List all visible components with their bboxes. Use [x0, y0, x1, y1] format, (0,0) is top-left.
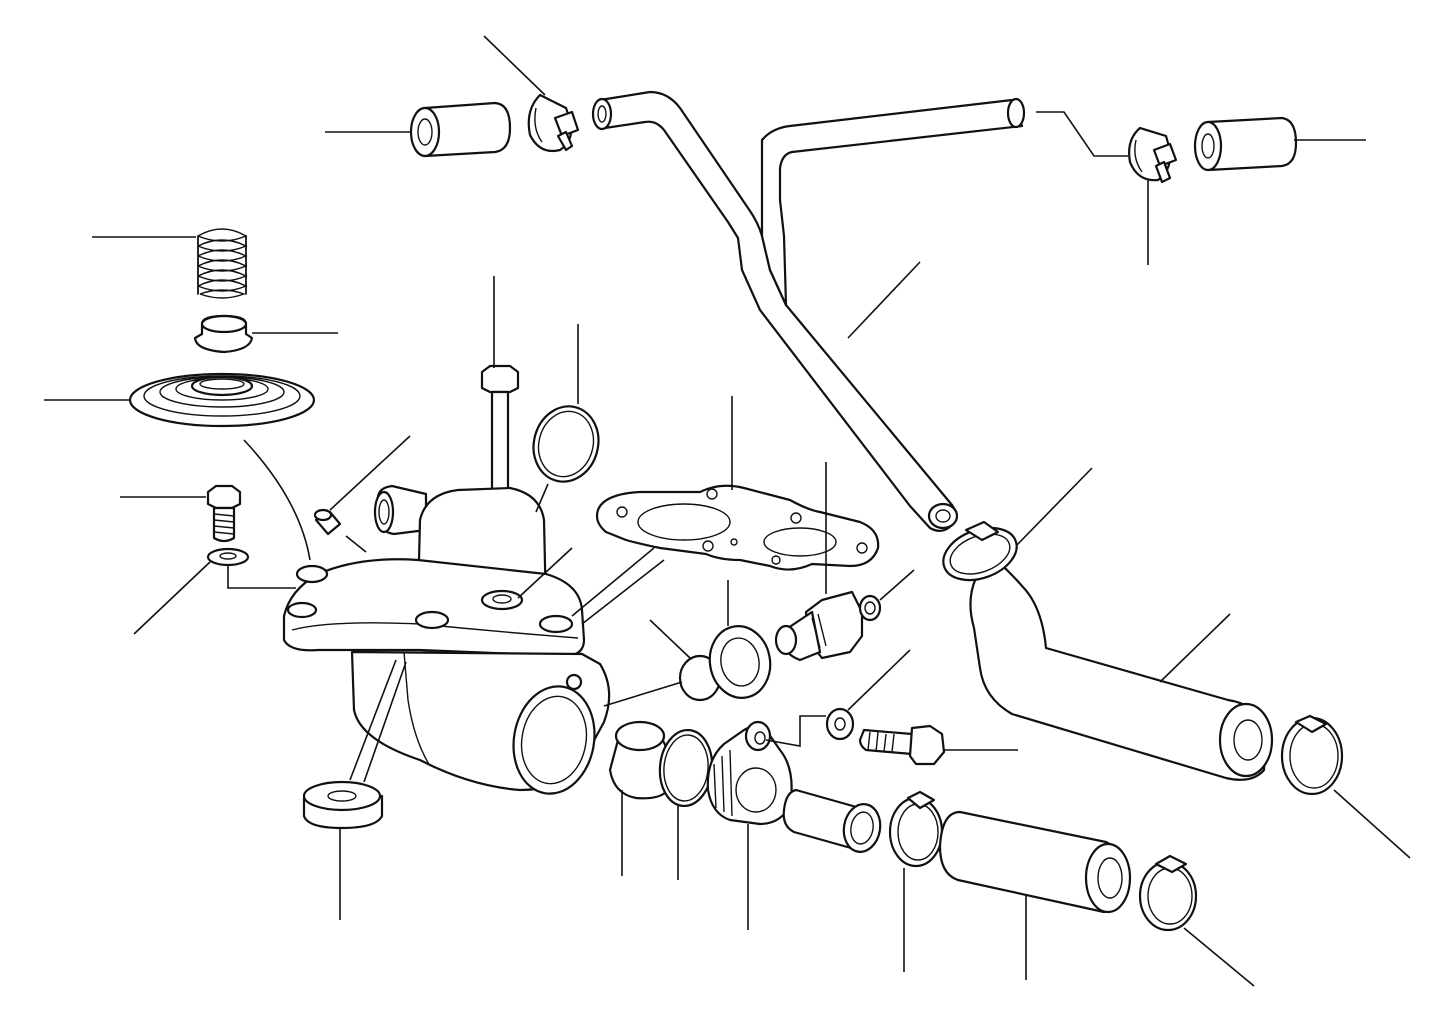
leader-clamp-right: [1334, 790, 1410, 858]
small-bolt: [208, 486, 240, 541]
o-ring-small: [657, 728, 715, 808]
thermostat-housing: [284, 486, 609, 800]
bushing: [195, 316, 252, 352]
hex-bolt-center: [860, 726, 944, 764]
curved-hose: [970, 560, 1272, 780]
leader-o-ring-to-housing: [536, 484, 548, 512]
leader-washer-center: [848, 650, 910, 710]
leader-curved-hose: [1160, 614, 1230, 682]
small-sleeve: [315, 510, 340, 534]
threaded-union: [708, 722, 792, 824]
y-pipe: [593, 92, 1024, 531]
short-hose-top-left: [411, 103, 510, 156]
leader-gasket-to-housing: [572, 548, 664, 624]
leader-plug: [650, 620, 690, 658]
diaphragm-disc: [130, 374, 314, 426]
leader-clamp-bottom: [1184, 928, 1254, 986]
o-ring-large: [525, 399, 606, 489]
leader-disc-to-housing: [244, 440, 310, 560]
leader-clamp-upper-right: [1016, 468, 1092, 546]
short-hose-top-right: [1195, 118, 1296, 170]
leader-washer: [134, 562, 210, 634]
leader-sender-washer: [880, 570, 914, 600]
sealing-washer-small: [860, 596, 880, 620]
leader-washer-to-housing: [228, 566, 296, 588]
rubber-mount: [304, 782, 382, 828]
hose-clamp-upper-right: [936, 518, 1024, 589]
gasket: [597, 486, 878, 570]
cup-seal: [610, 722, 668, 798]
leader-union-bracket: [766, 716, 826, 746]
hose-clamp-top-left: [529, 95, 578, 151]
coil-spring: [198, 229, 246, 298]
long-hose-bottom: [940, 812, 1130, 912]
hose-clamp-top-right: [1129, 128, 1176, 182]
temperature-sender: [776, 592, 862, 660]
leader-housing-bolt: [518, 548, 572, 598]
leader-plug-to-housing: [604, 682, 682, 706]
leader-mount-to-housing: [350, 660, 406, 782]
washer-center: [827, 709, 853, 739]
leader-clamp-top-right: [1036, 112, 1128, 156]
hose-clamp-center: [890, 792, 942, 866]
hose-clamp-bottom: [1140, 856, 1196, 930]
leader-lines: [44, 36, 1410, 986]
leader-clamp-top-left: [484, 36, 545, 95]
seal-ring: [704, 621, 776, 702]
hose-clamp-right: [1282, 716, 1342, 794]
leader-sleeve-to-housing: [346, 536, 366, 552]
leader-y-pipe: [848, 262, 920, 338]
leader-sleeve: [330, 436, 410, 510]
pipe-stub: [784, 790, 884, 855]
washer-left: [208, 549, 248, 565]
